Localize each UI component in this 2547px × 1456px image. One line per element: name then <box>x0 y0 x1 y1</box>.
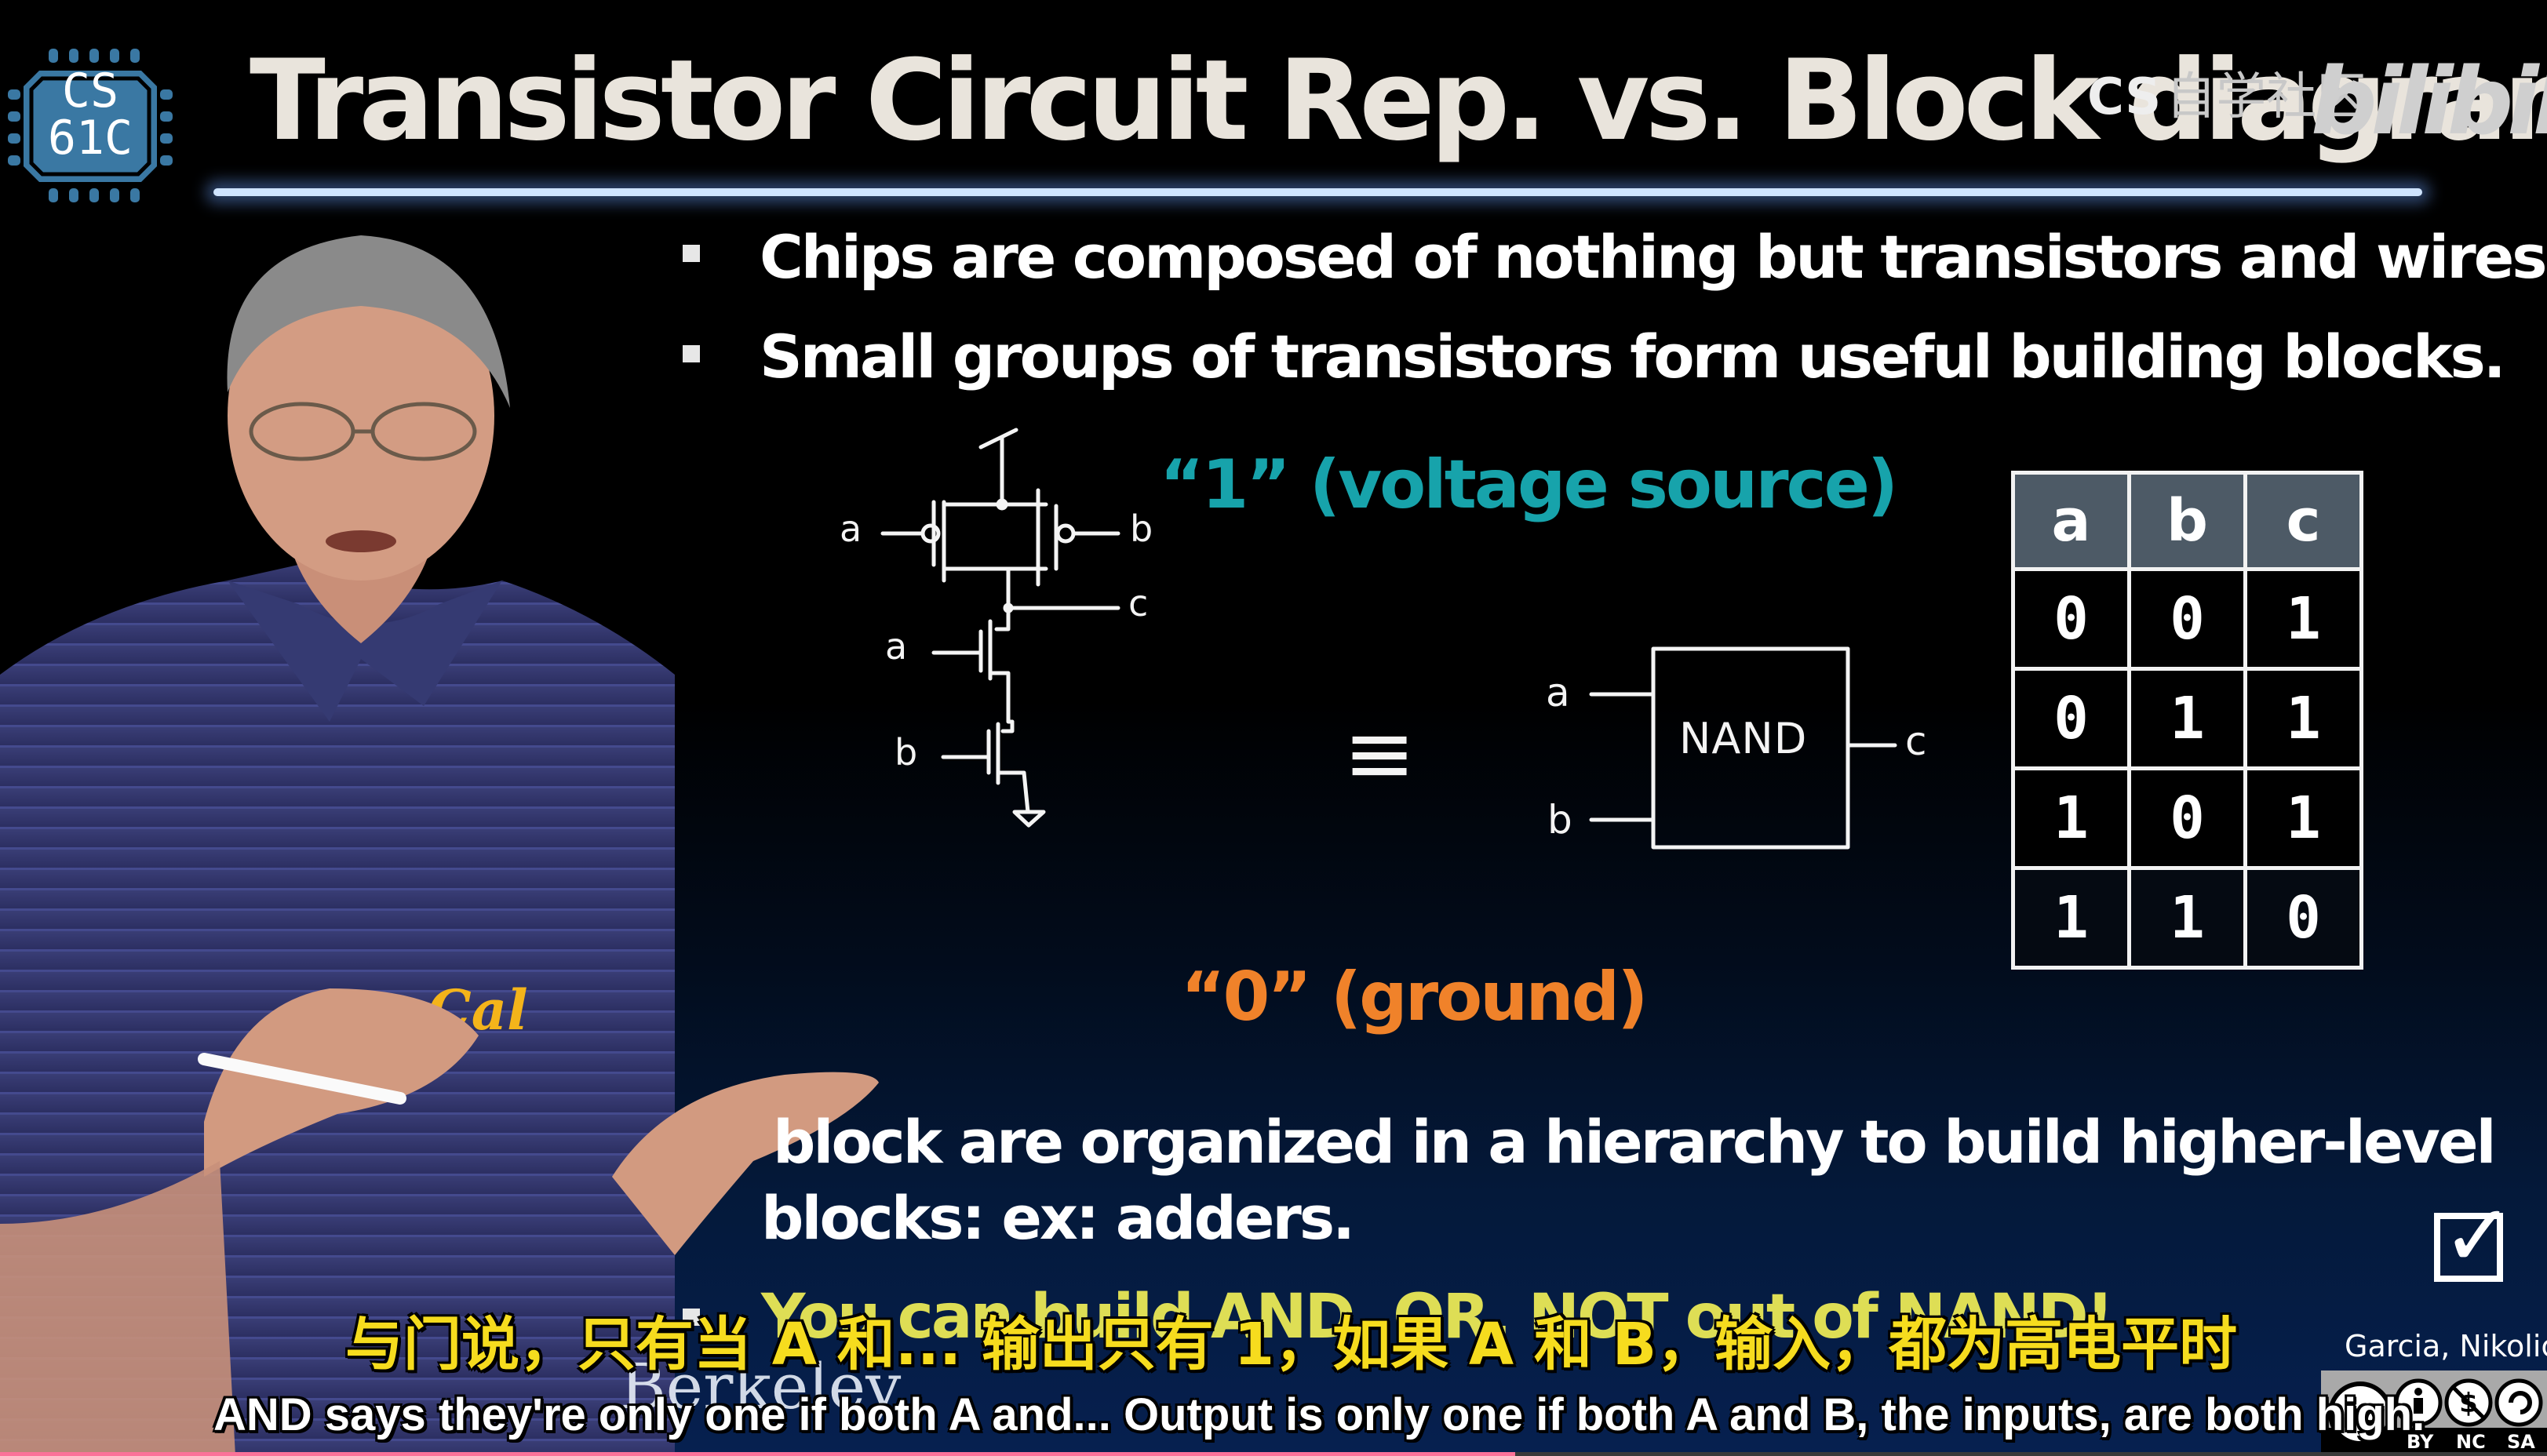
table-row: 0 0 1 <box>2011 567 2363 671</box>
cell: 1 <box>2011 766 2131 870</box>
subtitle-english: AND says they're only one if both A and.… <box>213 1389 2425 1440</box>
sa-sharealike-icon <box>2494 1378 2543 1427</box>
channel-watermark-text: 自学社区 <box>2166 68 2367 126</box>
logo-line-1: CS <box>61 64 119 118</box>
presenter-video: Cal <box>0 235 879 1456</box>
berkeley-footer-logo: Berkeley <box>620 1350 902 1423</box>
channel-watermark-logo: CS <box>2087 68 2162 126</box>
bullet-2: Small groups of transistors form useful … <box>760 322 2506 391</box>
cell: 0 <box>2011 667 2131 770</box>
bullet-3-line-2: blocks: ex: adders. <box>761 1183 1355 1253</box>
ground-label: “0” (ground) <box>1181 958 1648 1036</box>
cell: 1 <box>2243 766 2363 870</box>
bullet-3-line-1: block are organized in a hierarchy to bu… <box>773 1107 2497 1177</box>
license-term-by: BY <box>2407 1431 2434 1453</box>
header-c: c <box>2243 471 2363 571</box>
subtitle-chinese: 与门说，只有当 A 和... 输出只有 1，如果 A 和 B，输入，都为高电平时 <box>345 1311 2238 1378</box>
video-progress-fill[interactable] <box>0 1452 1516 1456</box>
presenter-hand-right <box>612 1072 879 1255</box>
cell: 0 <box>2011 567 2131 671</box>
slide-title: Transistor Circuit Rep. vs. Block diagra… <box>250 36 2547 166</box>
checkbox-icon <box>2434 1213 2503 1282</box>
truth-table-header-row: a b c <box>2011 471 2363 571</box>
header-b: b <box>2127 471 2247 571</box>
presenter-face <box>228 251 494 581</box>
channel-watermark: CS自学社区 <box>2087 72 2367 122</box>
truth-table: a b c 0 0 1 0 1 1 1 0 1 1 1 <box>2011 471 2363 970</box>
cell: 1 <box>2243 667 2363 770</box>
table-row: 1 0 1 <box>2011 766 2363 870</box>
cs61c-logo-text: CS 61C <box>38 67 143 162</box>
svg-text:c: c <box>1905 719 1927 764</box>
cell: 0 <box>2243 866 2363 970</box>
checkmark-icon: ✓ <box>2442 1185 2515 1286</box>
bullet-marker <box>683 345 700 362</box>
bilibili-logo: bilibili <box>2311 47 2547 155</box>
bullet-1: Chips are composed of nothing but transi… <box>760 222 2547 292</box>
license-term-sa: SA <box>2507 1431 2535 1453</box>
svg-text:c: c <box>1128 582 1148 624</box>
nand-gate-label: NAND <box>1679 714 1808 763</box>
nand-block-diagram: a b c <box>1546 646 1927 850</box>
voltage-source-label: “1” (voltage source) <box>1160 446 1898 524</box>
transistor-circuit-wires <box>880 428 1120 828</box>
presenter-hair <box>227 235 510 408</box>
cmos-nand-transistor-circuit: a b c a b <box>840 428 1153 828</box>
cell: 1 <box>2243 567 2363 671</box>
cs61c-chip-logo <box>8 49 173 202</box>
svg-text:a: a <box>1546 670 1570 715</box>
cell: 1 <box>2127 866 2247 970</box>
bullet-marker <box>683 245 700 262</box>
license-term-nc: NC <box>2456 1431 2486 1453</box>
cell: 0 <box>2127 567 2247 671</box>
cc-license-icons: cc $ <box>2328 1378 2543 1446</box>
title-underline <box>213 188 2422 196</box>
header-a: a <box>2011 471 2131 571</box>
pen <box>198 1053 406 1105</box>
cell: 1 <box>2011 866 2131 970</box>
logo-line-2: 61C <box>47 111 133 166</box>
svg-text:b: b <box>895 731 917 774</box>
equivalence-symbol: ≡ <box>1343 703 1416 803</box>
svg-text:a: a <box>840 508 862 550</box>
cc-icon <box>2328 1381 2392 1446</box>
cell: 1 <box>2127 667 2247 770</box>
svg-text:cc: cc <box>2345 1399 2376 1430</box>
bullet-4: You can build AND, OR, NOT out of NAND! <box>761 1282 2114 1352</box>
svg-text:a: a <box>885 625 907 668</box>
author-credit: Garcia, Nikolić <box>2345 1329 2547 1363</box>
svg-text:b: b <box>1547 797 1572 843</box>
cell: 0 <box>2127 766 2247 870</box>
svg-text:b: b <box>1130 508 1153 550</box>
table-row: 1 1 0 <box>2011 866 2363 970</box>
bullet-marker <box>683 1309 700 1326</box>
table-row: 0 1 1 <box>2011 667 2363 770</box>
